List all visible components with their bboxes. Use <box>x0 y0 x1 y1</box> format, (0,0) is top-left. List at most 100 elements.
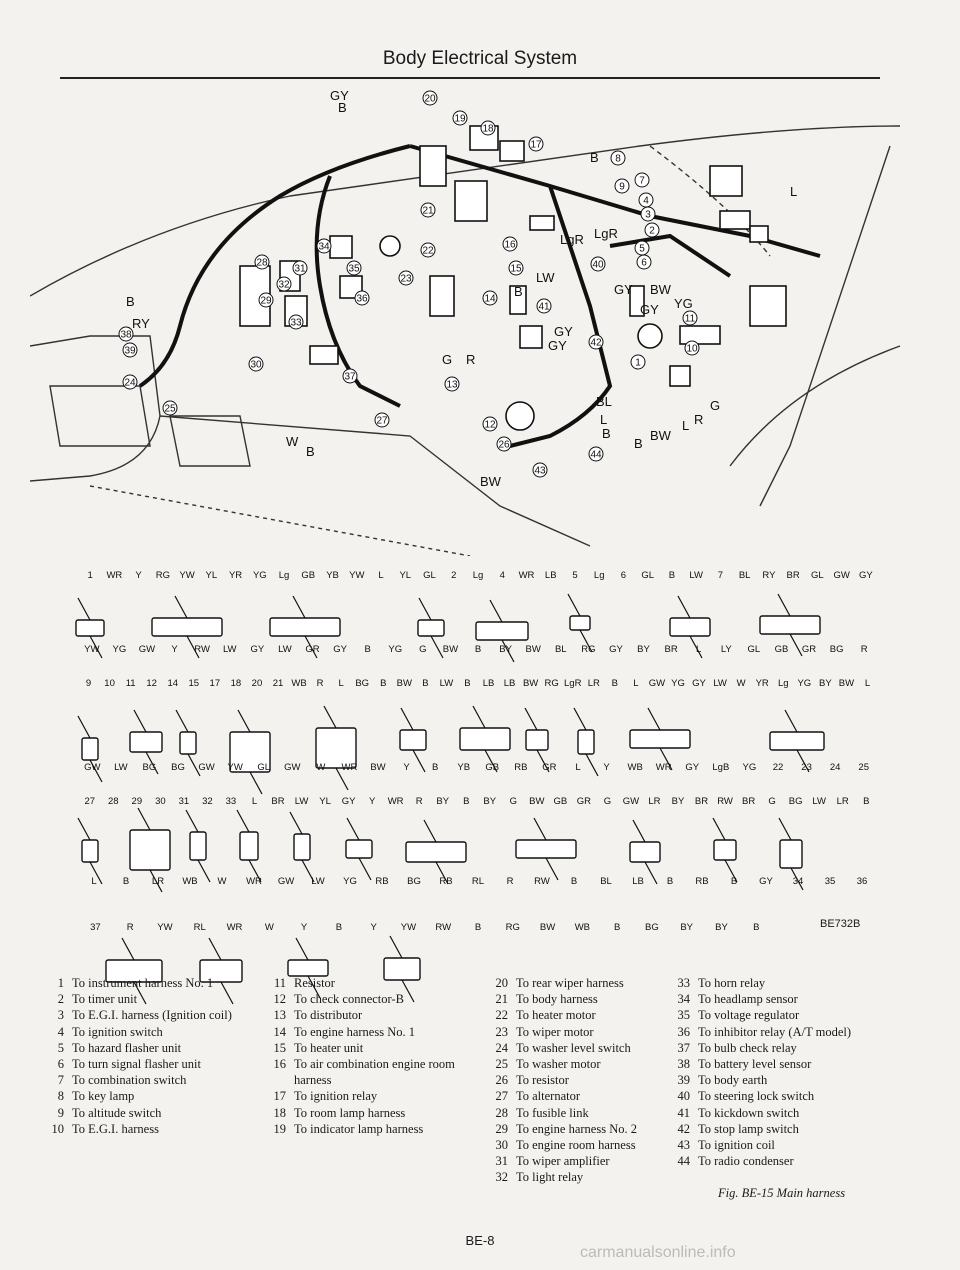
harness-wire-label: B <box>514 284 523 299</box>
wire-line <box>689 635 703 659</box>
connector-wire-label: LB <box>483 678 495 689</box>
connector-wire-label: Y <box>301 922 308 933</box>
connector-wire-label: BR <box>742 796 755 807</box>
connector-wire-label: GY <box>859 570 873 581</box>
harness-marker: 28 <box>256 258 268 269</box>
connector-wire-label: G <box>419 644 426 655</box>
connector-wire-label: 21 <box>273 678 284 689</box>
connector-wire-label: 32 <box>202 796 213 807</box>
wire-line <box>644 861 658 885</box>
wire-line <box>435 861 449 885</box>
connector-wire-label: B <box>364 644 370 655</box>
legend-number: 42 <box>677 1121 691 1136</box>
wire-line <box>401 979 415 1003</box>
harness-marker: 22 <box>422 246 434 257</box>
wire-line <box>677 595 691 619</box>
connector-wire-label: GR <box>802 644 816 655</box>
harness-marker-circle <box>292 260 308 276</box>
connector-wire-label: BG <box>171 762 185 773</box>
connector-wire-label: B <box>464 678 470 689</box>
connector-wire-label: BW <box>839 678 854 689</box>
connector-wire-label: BL <box>555 644 567 655</box>
connector-wire-label: 31 <box>179 796 190 807</box>
legend-number: 13 <box>273 1008 287 1023</box>
harness-marker-circle <box>528 136 544 152</box>
harness-marker: 14 <box>484 294 496 305</box>
wire-line <box>358 857 372 881</box>
connector-wire-label: GW <box>649 678 665 689</box>
connector-wire-label: RB <box>375 876 388 887</box>
connector-wire-label: YB <box>457 762 470 773</box>
connector-wire-label: BY <box>483 796 496 807</box>
connector-wire-label: YL <box>399 570 411 581</box>
wire-line <box>187 753 201 777</box>
wire-line <box>133 709 147 733</box>
connector-wire-label: WB <box>627 762 642 773</box>
legend-text: To ignition switch <box>72 1024 163 1039</box>
connector-wire-label: GW <box>833 570 849 581</box>
harness-marker-circle <box>644 222 660 238</box>
connector-wire-label: LW <box>278 644 292 655</box>
legend-text: Resistor <box>294 976 335 990</box>
figure-code: BE732B <box>820 918 861 930</box>
wire-line <box>632 819 646 843</box>
connector-wire-label: 12 <box>146 678 157 689</box>
legend-text: To washer motor <box>516 1057 601 1072</box>
connector-wire-label: GW <box>278 876 294 887</box>
connector-wire-label: WB <box>575 922 590 933</box>
connector-wire-label: RW <box>717 796 733 807</box>
connector-wire-label: B <box>669 570 675 581</box>
connector-wire-label: Y <box>135 570 142 581</box>
page-number: BE-8 <box>465 1233 495 1248</box>
harness-marker-circle <box>276 276 292 292</box>
wire-line <box>137 807 151 831</box>
legend-text: To E.G.I. harness <box>72 1121 159 1136</box>
legend-number: 36 <box>677 1024 691 1039</box>
legend-number: 12 <box>273 992 287 1007</box>
harness-marker: 3 <box>645 210 651 221</box>
connector-wire-label: 18 <box>231 678 242 689</box>
harness-wire-label: G <box>442 352 452 367</box>
connector-block <box>629 729 691 749</box>
harness-marker: 11 <box>685 314 696 325</box>
legend-number: 19 <box>273 1121 287 1136</box>
wire-line <box>536 749 550 773</box>
connector-wire-label: B <box>614 922 620 933</box>
harness-marker: 4 <box>643 196 649 207</box>
legend-text: To air combination engine room <box>294 1057 455 1072</box>
connector-wire-label: GR <box>305 644 319 655</box>
harness-marker-circle <box>682 310 698 326</box>
connector-wire-label: BW <box>370 762 385 773</box>
wire-line <box>545 857 559 881</box>
connector-wire-label: LB <box>632 876 644 887</box>
connector-block <box>515 839 577 859</box>
connector-wire-label: 2 <box>451 570 456 581</box>
legend-number: 34 <box>677 992 691 1007</box>
harness-marker-circle <box>588 334 604 350</box>
wire-line <box>489 599 503 623</box>
connector-wire-label: 37 <box>90 922 101 933</box>
connector-wire-label: LR <box>837 796 849 807</box>
connector-wire-label: RB <box>695 876 708 887</box>
legend-number: 27 <box>495 1089 509 1104</box>
connector-wire-label: G <box>604 796 611 807</box>
connector-wire-label: BY <box>672 796 685 807</box>
legend-number: 7 <box>57 1073 64 1088</box>
connector-wire-label: W <box>316 762 325 773</box>
legend-text: To key lamp <box>72 1089 135 1104</box>
wire-line <box>533 817 547 841</box>
connector-wire-label: YG <box>797 678 811 689</box>
connector-wire-label: B <box>380 678 386 689</box>
wire-line <box>186 635 200 659</box>
connector-wire-label: 25 <box>858 762 869 773</box>
wire-line <box>175 709 189 733</box>
connector-wire-label: W <box>265 922 274 933</box>
harness-wire-label: LgR <box>560 232 584 247</box>
connector-wire-label: BG <box>407 876 421 887</box>
harness-marker-circle <box>482 290 498 306</box>
